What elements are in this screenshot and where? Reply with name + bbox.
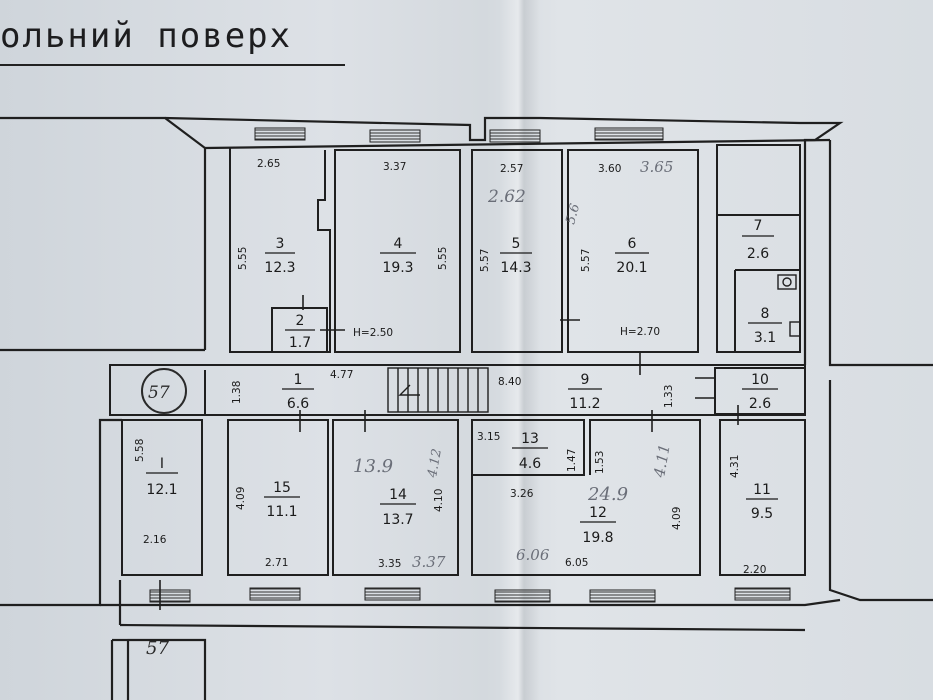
room-4-area: 19.3 xyxy=(382,260,413,276)
room-11-number: 11 xyxy=(753,482,771,498)
handwritten-note: 13.9 xyxy=(353,456,393,477)
dim-label: 2.57 xyxy=(500,163,523,175)
room-labels: 3 12.3 4 19.3 5 14.3 6 20.1 7 2.6 8 3.1 … xyxy=(146,218,782,546)
room-10-area: 2.6 xyxy=(749,396,771,412)
room-13-number: 13 xyxy=(521,431,539,447)
dim-label: 4.09 xyxy=(235,487,247,510)
room-2-area: 1.7 xyxy=(289,335,311,351)
room-I-area: 12.1 xyxy=(146,482,177,498)
room-5-area: 14.3 xyxy=(500,260,531,276)
handwritten-note: 4.11 xyxy=(650,443,674,480)
handwritten-note: 57 xyxy=(148,383,170,403)
dim-label: 2.20 xyxy=(743,564,766,576)
room-9-area: 11.2 xyxy=(569,396,600,412)
dim-label: 3.26 xyxy=(510,488,534,500)
dim-label: H=2.50 xyxy=(353,327,393,339)
dim-label: 4.31 xyxy=(729,455,741,478)
circled-mark xyxy=(141,368,187,414)
dimension-labels: 2.65 3.37 2.57 3.60 5.55 5.55 5.57 5.57 … xyxy=(134,158,766,576)
room-11-area: 9.5 xyxy=(751,506,773,522)
handwritten-note: 2.62 xyxy=(487,187,526,207)
door-marks xyxy=(109,295,739,610)
room-15-area: 11.1 xyxy=(266,504,297,520)
dim-label: H=2.70 xyxy=(620,326,660,338)
room-1-number: 1 xyxy=(294,372,303,388)
paper-fold xyxy=(500,0,540,700)
handwritten-note: 5.6 xyxy=(563,202,583,226)
dim-label: 5.57 xyxy=(580,249,592,272)
room-14-area: 13.7 xyxy=(382,512,413,528)
dim-label: 4.77 xyxy=(330,369,353,381)
dim-label: 4.09 xyxy=(671,507,683,530)
handwritten-note: 3.37 xyxy=(412,553,446,571)
room-7-number: 7 xyxy=(754,218,763,234)
dim-label: 3.37 xyxy=(383,161,406,173)
room-8-number: 8 xyxy=(761,306,770,322)
handwritten-note: 57 xyxy=(146,638,169,659)
room-walls xyxy=(109,144,806,576)
room-6-number: 6 xyxy=(628,236,637,252)
dim-label: 6.05 xyxy=(565,557,588,569)
room-4-number: 4 xyxy=(394,236,403,252)
toilet-fixture xyxy=(777,274,801,337)
room-8-area: 3.1 xyxy=(754,330,776,346)
room-13-area: 4.6 xyxy=(519,456,541,472)
handwritten-note: 3.65 xyxy=(640,158,673,176)
handwritten-note: 6.06 xyxy=(516,546,550,564)
room-10-number: 10 xyxy=(751,372,769,388)
dim-label: 2.71 xyxy=(265,557,288,569)
dim-label: 2.65 xyxy=(257,158,280,170)
dim-label: 5.55 xyxy=(237,247,249,270)
dim-label: 5.58 xyxy=(134,439,146,462)
room-I-number: I xyxy=(160,456,164,472)
room-1-area: 6.6 xyxy=(287,396,309,412)
room-5-number: 5 xyxy=(512,236,521,252)
room-7-area: 2.6 xyxy=(747,246,769,262)
exterior-walls xyxy=(0,116,933,700)
dim-label: 4.10 xyxy=(433,489,445,512)
floor-title: ольний поверх xyxy=(0,16,293,56)
handwritten-notes: 3.65 2.62 5.6 57 13.9 4.12 24.9 4.11 3.3… xyxy=(141,158,674,659)
dim-label: 3.60 xyxy=(598,163,621,175)
room-12-number: 12 xyxy=(589,505,607,521)
room-6-area: 20.1 xyxy=(616,260,647,276)
dim-label: 1.38 xyxy=(231,381,243,404)
dim-label: 3.35 xyxy=(378,558,401,570)
window-strips xyxy=(149,127,791,603)
dim-label: 8.40 xyxy=(498,376,521,388)
dim-label: 5.55 xyxy=(437,247,449,270)
room-15-number: 15 xyxy=(273,480,291,496)
room-9-number: 9 xyxy=(581,372,590,388)
handwritten-note: 24.9 xyxy=(587,484,628,505)
handwritten-note: 4.12 xyxy=(425,448,445,480)
dim-label: 1.53 xyxy=(594,451,606,474)
dim-label: 1.33 xyxy=(663,385,675,408)
staircase xyxy=(387,367,489,413)
room-3-area: 12.3 xyxy=(264,260,295,276)
title-underline xyxy=(0,64,345,66)
dim-label: 3.15 xyxy=(477,431,500,443)
room-14-number: 14 xyxy=(389,487,407,503)
dim-label: 5.57 xyxy=(479,249,491,272)
room-2-number: 2 xyxy=(296,313,305,329)
room-12-area: 19.8 xyxy=(582,530,613,546)
dim-label: 2.16 xyxy=(143,534,167,546)
room-3-number: 3 xyxy=(276,236,285,252)
dim-label: 1.47 xyxy=(566,449,578,472)
